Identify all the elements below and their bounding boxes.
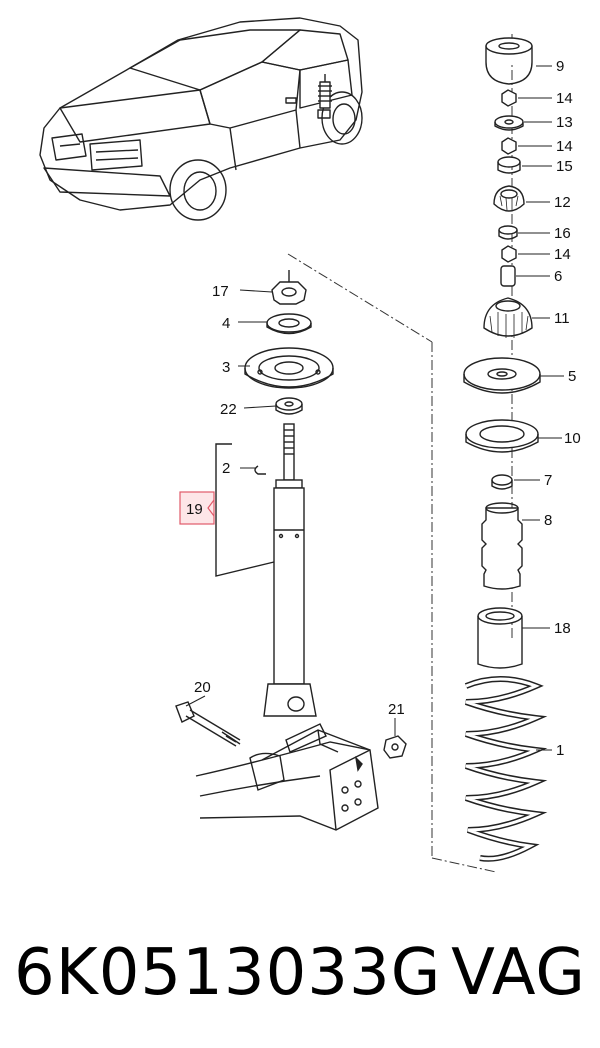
car-illustration bbox=[39, 17, 363, 221]
callout-5: 5 bbox=[568, 368, 576, 385]
callout-14-c: 14 bbox=[554, 246, 571, 263]
callout-4: 4 bbox=[222, 315, 230, 332]
callout-21: 21 bbox=[388, 701, 405, 718]
callout-15: 15 bbox=[556, 158, 573, 175]
callout-19: 19 bbox=[186, 501, 203, 518]
callout-22: 22 bbox=[220, 401, 237, 418]
callout-6: 6 bbox=[554, 268, 562, 285]
part-4-washer bbox=[266, 313, 312, 335]
callout-16: 16 bbox=[554, 225, 571, 242]
part-number-footer: 6K0513033G VAG bbox=[14, 918, 586, 1028]
callout-17: 17 bbox=[212, 283, 229, 300]
part-number: 6K0513033G bbox=[14, 936, 442, 1010]
brand-name: VAG bbox=[451, 936, 586, 1010]
part-17-cap bbox=[271, 270, 307, 305]
part-22-bush bbox=[275, 397, 303, 415]
callout-14-b: 14 bbox=[556, 138, 573, 155]
part-3-mount bbox=[244, 347, 334, 389]
callout-14-a: 14 bbox=[556, 90, 573, 107]
leader-lines bbox=[185, 65, 564, 751]
callout-20: 20 bbox=[194, 679, 211, 696]
part-1-coil-spring bbox=[464, 676, 548, 862]
callout-8: 8 bbox=[544, 512, 552, 529]
callout-9: 9 bbox=[556, 58, 564, 75]
callout-13: 13 bbox=[556, 114, 573, 131]
part-9-cap bbox=[485, 37, 533, 85]
callout-2: 2 bbox=[222, 460, 230, 477]
axle-beam bbox=[175, 701, 407, 831]
left-assembly bbox=[215, 270, 334, 717]
callout-11: 11 bbox=[554, 310, 570, 327]
callout-3: 3 bbox=[222, 359, 230, 376]
callout-7: 7 bbox=[544, 472, 552, 489]
callout-10: 10 bbox=[564, 430, 581, 447]
callout-labels: 9 14 13 14 15 12 16 14 6 11 5 10 7 8 18 … bbox=[179, 58, 581, 759]
callout-12: 12 bbox=[554, 194, 571, 211]
callout-1: 1 bbox=[556, 742, 564, 759]
callout-18: 18 bbox=[554, 620, 571, 637]
right-stack bbox=[463, 37, 548, 862]
